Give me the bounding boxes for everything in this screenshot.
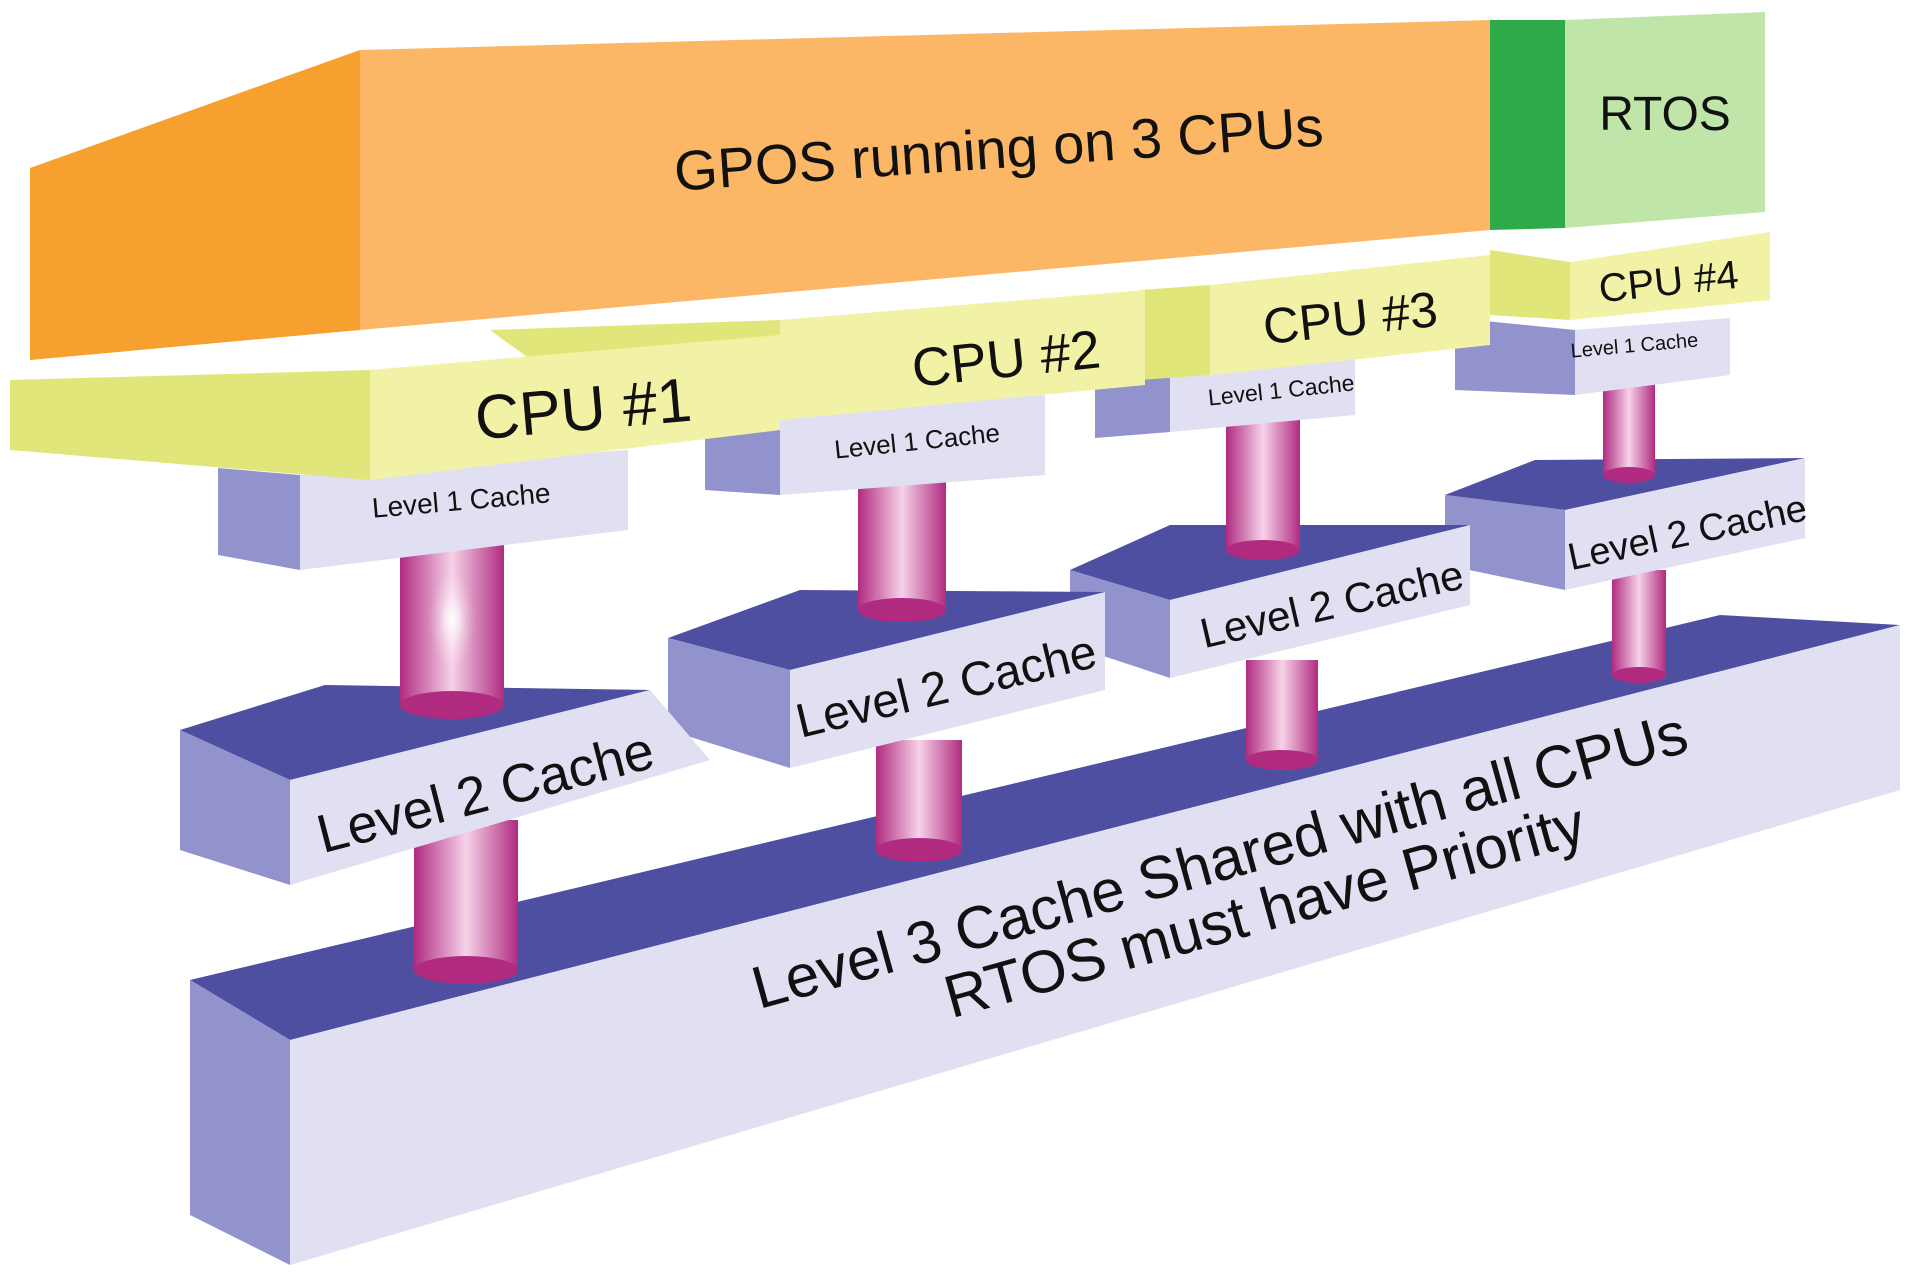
- cpu-slab-cpu3: CPU #3: [1140, 255, 1490, 380]
- pillar-l2-l3-cpu3: [1246, 660, 1318, 770]
- cpu-slab-cpu4: CPU #4: [1490, 232, 1770, 320]
- level2-cache-cpu4: Level 2 Cache: [1445, 458, 1811, 590]
- gpos-front: [360, 20, 1490, 330]
- pillar-l2-l3-cpu2: [876, 740, 962, 862]
- pillar-l2-l3-cpu4: [1612, 570, 1666, 683]
- gpos-side: [30, 50, 360, 360]
- rtos-label: RTOS: [1599, 88, 1731, 141]
- level1-cache-cpu4: Level 1 Cache: [1455, 318, 1730, 395]
- level3-cache-front: [290, 625, 1900, 1265]
- pillar-l1-l2-cpu2: [858, 470, 946, 622]
- cpu-slab-cpu1: CPU #1: [10, 335, 780, 480]
- level3-cache-side: [190, 980, 290, 1265]
- rtos-front: [1565, 12, 1765, 228]
- level3-cache-block: Level 3 Cache Shared with all CPUs RTOS …: [190, 615, 1900, 1265]
- pillar-l1-l2-cpu3: [1226, 420, 1300, 560]
- rtos-side: [1490, 20, 1565, 230]
- pillar-l1-l2-cpu1: [400, 545, 504, 719]
- pillar-l2-l3-cpu1: [414, 820, 518, 984]
- gpos-slab: GPOS running on 3 CPUs: [30, 20, 1490, 360]
- rtos-slab: RTOS: [1490, 12, 1765, 230]
- level1-cache-cpu1: Level 1 Cache: [218, 450, 628, 570]
- level3-cache-top: [190, 615, 1900, 1040]
